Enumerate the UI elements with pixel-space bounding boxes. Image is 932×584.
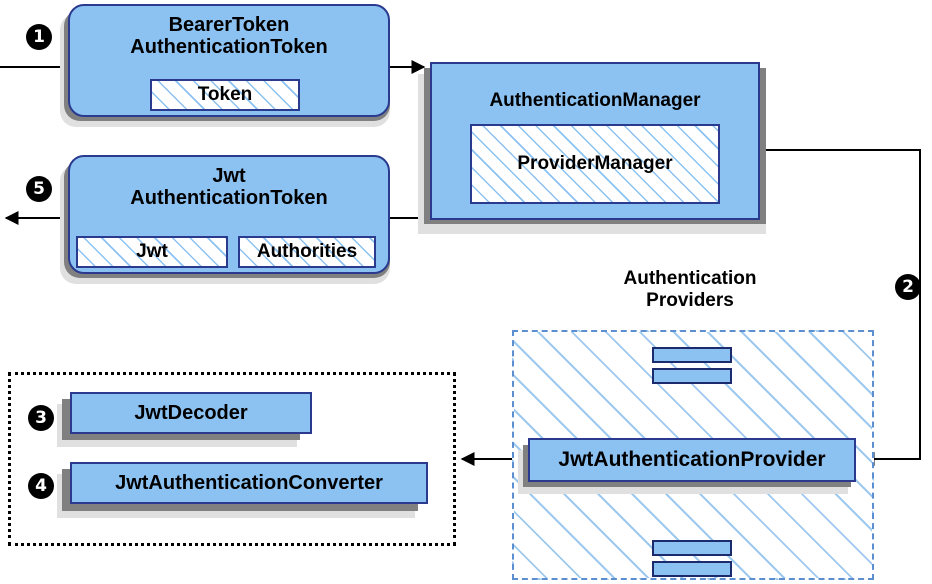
jwt-token-box[interactable]: Jwt AuthenticationToken <box>68 155 390 274</box>
step-badge-1-number: 1 <box>33 26 45 47</box>
token-label: Token <box>197 84 253 105</box>
jwt-authentication-provider-label: JwtAuthenticationProvider <box>558 448 826 472</box>
jwt-authentication-provider-box[interactable]: JwtAuthenticationProvider <box>528 438 856 482</box>
step-badge-2: 2 <box>895 274 921 300</box>
provider-bar-lower-1 <box>652 540 732 556</box>
jwt-support-region <box>8 372 456 546</box>
bearer-token-line-2: AuthenticationToken <box>130 36 328 59</box>
authentication-providers-line-1: Authentication <box>623 268 757 289</box>
step-badge-4: 4 <box>28 473 54 499</box>
jwt-authentication-converter-label: JwtAuthenticationConverter <box>115 471 383 494</box>
step-badge-3-number: 3 <box>35 407 47 428</box>
step-badge-4-number: 4 <box>35 475 47 496</box>
step-badge-2-number: 2 <box>902 276 914 297</box>
provider-bar-upper-2 <box>652 368 732 384</box>
bearer-token-box[interactable]: BearerToken AuthenticationToken <box>68 4 390 117</box>
jwt-decoder-label: JwtDecoder <box>134 401 248 424</box>
jwt-decoder-box[interactable]: JwtDecoder <box>70 392 312 434</box>
bearer-token-line-1: BearerToken <box>168 14 290 36</box>
provider-bar-lower-2 <box>652 561 732 577</box>
token-inner-box[interactable]: Token <box>150 79 300 111</box>
authorities-inner-box[interactable]: Authorities <box>238 236 376 268</box>
step-badge-3: 3 <box>28 405 54 431</box>
step-badge-1: 1 <box>26 24 52 50</box>
authentication-providers-line-2: Providers <box>646 289 734 311</box>
jwt-label: Jwt <box>136 241 168 262</box>
jwt-inner-box[interactable]: Jwt <box>76 236 228 268</box>
step-badge-5-number: 5 <box>33 178 45 199</box>
provider-manager-label: ProviderManager <box>517 153 673 174</box>
step-badge-5: 5 <box>26 176 52 202</box>
jwt-token-line-1: Jwt <box>212 165 246 187</box>
authorities-label: Authorities <box>256 241 358 262</box>
jwt-authentication-converter-box[interactable]: JwtAuthenticationConverter <box>70 462 428 504</box>
provider-manager-inner-box[interactable]: ProviderManager <box>470 124 720 204</box>
jwt-token-line-2: AuthenticationToken <box>130 187 328 210</box>
provider-bar-upper-1 <box>652 347 732 363</box>
authentication-manager-title: AuthenticationManager <box>489 90 701 111</box>
authentication-providers-label: Authentication Providers <box>570 268 810 312</box>
